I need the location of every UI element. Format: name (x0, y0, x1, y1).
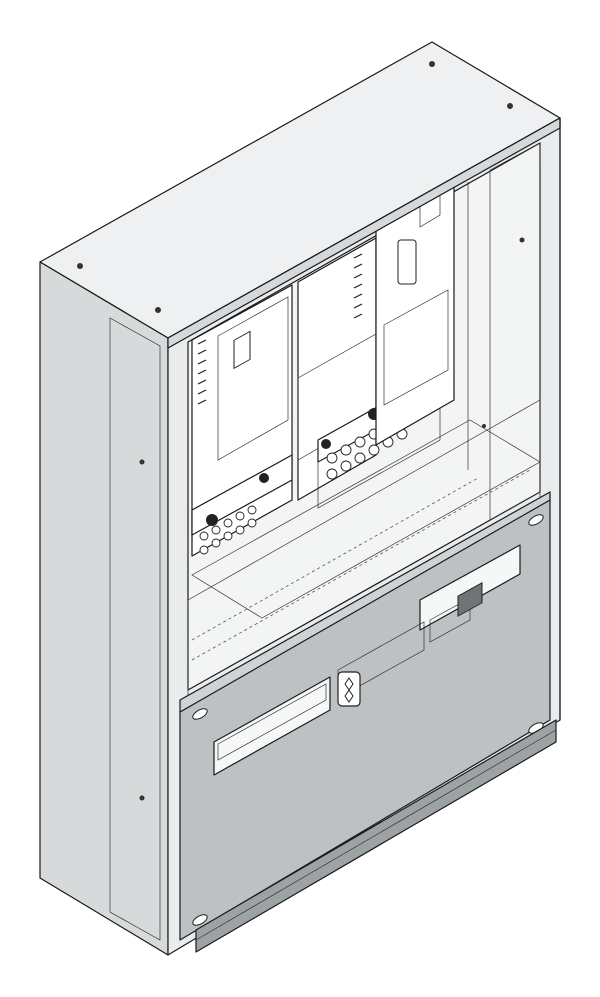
cable-entry-holes-middle (326, 412, 408, 480)
cover-slot-lower (213, 676, 331, 776)
top-screw (507, 103, 513, 109)
floor-dashed-line (191, 469, 531, 661)
enclosure-left-side (39, 261, 169, 956)
cover-screw-slot (192, 708, 208, 720)
cable-entry-holes-left (199, 505, 257, 555)
left-side-inner-frame (109, 317, 161, 941)
top-screw (77, 263, 83, 269)
mounting-bracket (457, 582, 483, 617)
side-screw (139, 795, 145, 801)
top-screw (155, 307, 161, 313)
cover-slot-upper (419, 544, 521, 631)
keyhole-icon (344, 677, 354, 703)
terminal-ticks-middle (353, 253, 363, 319)
meter-module-left (191, 284, 293, 557)
top-screw (429, 61, 435, 67)
wall-screw (519, 237, 525, 243)
side-screw (139, 459, 145, 465)
mesh-strip-upper (429, 597, 471, 643)
cover-latch-icon (337, 671, 361, 707)
mesh-strip-lower (217, 683, 327, 761)
front-cover-upper (179, 491, 551, 713)
cover-screw-slot (528, 514, 544, 526)
bottom-rail (195, 719, 557, 953)
rail-edge-line (195, 729, 557, 941)
floor-dashed-line (191, 477, 479, 641)
terminal-ticks-left (197, 339, 207, 405)
cover-screw-slot (192, 914, 208, 926)
wall-screw (482, 424, 486, 428)
